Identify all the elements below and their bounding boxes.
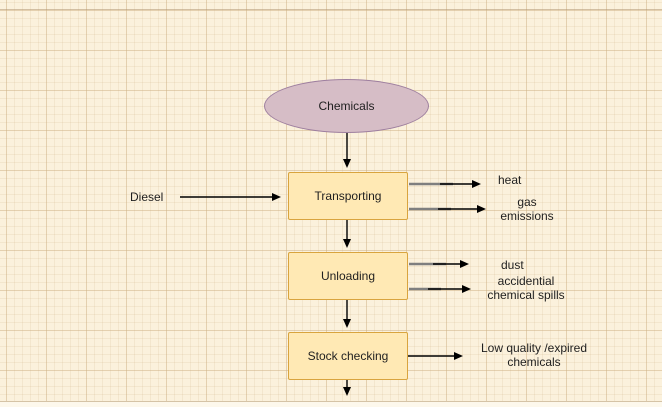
- grid-major-top-line: [0, 9, 662, 10]
- label-gas-emissions[interactable]: gas emissions: [500, 195, 554, 224]
- label-accidental-spills[interactable]: accidential chemical spills: [487, 274, 565, 303]
- node-unloading[interactable]: Unloading: [288, 252, 408, 300]
- node-chemicals[interactable]: Chemicals: [264, 79, 429, 133]
- node-transporting[interactable]: Transporting: [288, 172, 408, 220]
- label-dust[interactable]: dust: [501, 258, 524, 272]
- node-unloading-label: Unloading: [320, 269, 376, 283]
- node-stock-checking-label: Stock checking: [307, 349, 389, 363]
- canvas-bottom-edge: [0, 401, 662, 407]
- label-low-quality[interactable]: Low quality /expired chemicals: [480, 341, 588, 370]
- node-transporting-label: Transporting: [314, 189, 382, 203]
- node-stock-checking[interactable]: Stock checking: [288, 332, 408, 380]
- label-diesel[interactable]: Diesel: [130, 190, 164, 204]
- node-chemicals-label: Chemicals: [318, 99, 375, 113]
- label-heat[interactable]: heat: [498, 173, 522, 187]
